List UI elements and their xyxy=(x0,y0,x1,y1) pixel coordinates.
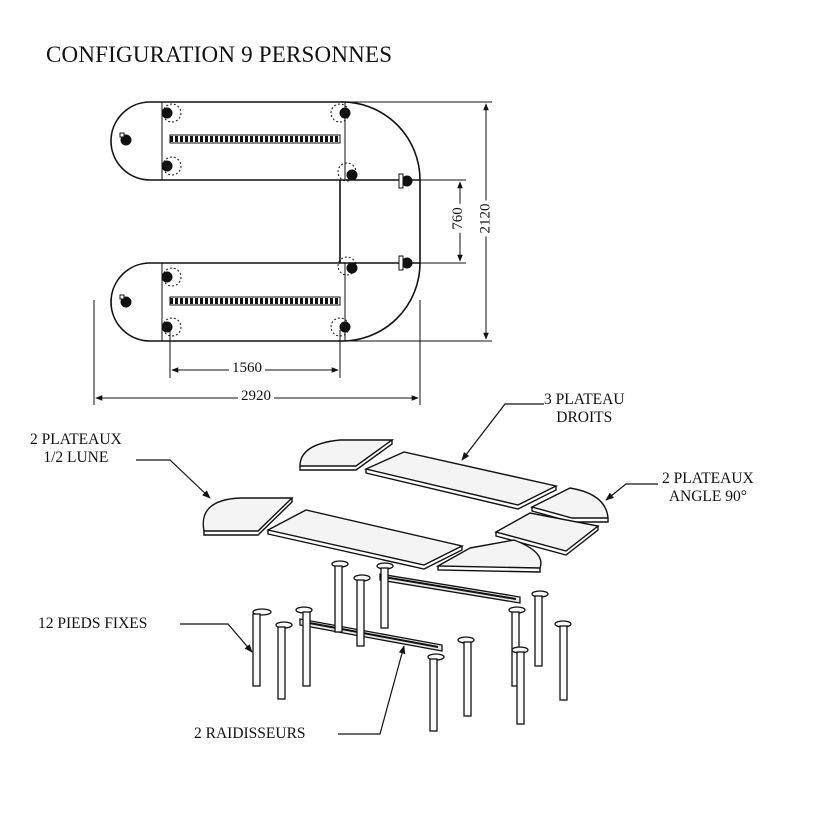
dimension-lines xyxy=(93,101,492,405)
leg xyxy=(427,653,445,732)
leg-symbol xyxy=(119,132,132,146)
exploded-legs xyxy=(252,560,572,732)
leg xyxy=(331,560,349,633)
leg xyxy=(252,608,272,687)
dim-2920-label: 2920 xyxy=(238,388,274,405)
corner-top-back xyxy=(530,487,609,519)
leg-symbol xyxy=(330,317,351,337)
half-moon-top-back xyxy=(299,439,395,467)
leader-straight-tops xyxy=(461,403,544,461)
label-half-moon: 2 PLATEAUX 1/2 LUNE xyxy=(30,431,122,466)
leg-symbol xyxy=(119,294,132,308)
page-title: CONFIGURATION 9 PERSONNES xyxy=(46,42,393,67)
leg-symbol xyxy=(161,103,182,123)
exploded-tops xyxy=(202,439,609,573)
leg xyxy=(554,620,572,701)
leg-symbol xyxy=(398,255,413,271)
leg xyxy=(511,646,529,725)
corner-top-front xyxy=(435,539,542,569)
leg xyxy=(275,621,293,700)
exploded-stiffeners xyxy=(299,573,521,652)
leader-legs xyxy=(180,623,253,653)
label-corner: 2 PLATEAUX ANGLE 90° xyxy=(662,470,754,505)
bottom-arm-outline xyxy=(110,262,421,342)
label-stiffeners: 2 RAIDISSEURS xyxy=(194,725,306,742)
leg-symbol xyxy=(337,256,358,276)
leg-symbol xyxy=(337,162,358,182)
leg xyxy=(457,636,475,717)
label-straight-tops: 3 PLATEAU DROITS xyxy=(544,391,625,426)
half-moon-top-front xyxy=(202,497,294,532)
leg xyxy=(353,574,371,647)
top-arm-outline xyxy=(110,101,421,181)
leg-symbol xyxy=(161,267,182,287)
plan-stiffeners xyxy=(169,134,341,306)
straight-top-front xyxy=(265,509,465,566)
leader-corner xyxy=(605,483,658,501)
dim-760-label: 760 xyxy=(449,204,467,233)
leg-symbol xyxy=(398,173,413,189)
leader-lines xyxy=(136,403,658,735)
dim-2120-label: 2120 xyxy=(477,200,495,237)
leader-half-moon xyxy=(136,459,211,499)
leg xyxy=(295,606,313,687)
label-legs: 12 PIEDS FIXES xyxy=(38,615,148,632)
straight-top-back xyxy=(363,451,559,506)
leader-stiffeners xyxy=(338,645,406,735)
leg-symbol xyxy=(161,317,182,337)
plan-legs xyxy=(119,103,413,337)
leg-symbol xyxy=(161,156,182,176)
dim-1560-label: 1560 xyxy=(229,360,265,377)
leg-symbol xyxy=(330,103,351,123)
leg xyxy=(531,590,549,667)
connector-outline xyxy=(339,180,421,263)
leg xyxy=(376,562,394,629)
